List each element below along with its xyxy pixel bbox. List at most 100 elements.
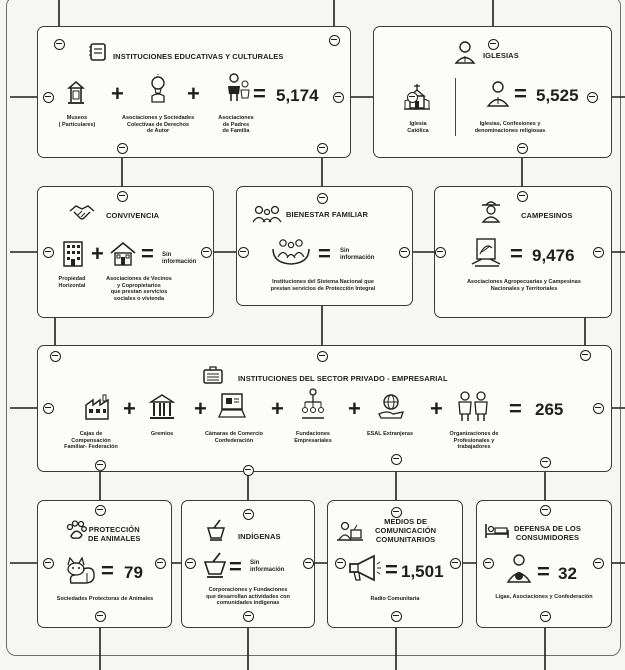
plus-sign: + bbox=[123, 396, 136, 421]
plus-sign: + bbox=[111, 81, 124, 106]
connector-node bbox=[49, 350, 61, 362]
plus-sign: + bbox=[187, 81, 200, 106]
campesinos-total: 9,476 bbox=[532, 246, 575, 265]
connector-node bbox=[242, 464, 254, 476]
equals-sign: = bbox=[537, 559, 550, 584]
globe-hand-icon bbox=[377, 392, 405, 425]
connector-node bbox=[200, 246, 212, 258]
megaphone-icon bbox=[346, 554, 382, 587]
farm-tools-icon bbox=[470, 236, 504, 273]
connector-node bbox=[53, 38, 65, 50]
connector-node bbox=[586, 91, 598, 103]
connector-node bbox=[94, 504, 106, 516]
connector-node bbox=[94, 610, 106, 622]
iglesias-divider bbox=[455, 78, 456, 136]
indigenas-title: INDÍGENAS bbox=[238, 532, 281, 541]
family-group-icon bbox=[252, 205, 282, 228]
connector-node bbox=[516, 142, 528, 154]
paw-icon bbox=[65, 520, 87, 545]
connector-node bbox=[242, 610, 254, 622]
consumidores-title: DEFENSA DE LOS CONSUMIDORES bbox=[514, 524, 581, 542]
connector-node bbox=[516, 190, 528, 202]
educativas-item3-label: Asociaciones de Padres de Familia bbox=[218, 115, 254, 134]
connector-node bbox=[184, 557, 196, 569]
convivencia-item1-label: Propiedad Horizontal bbox=[58, 276, 86, 289]
convivencia-title: CONVIVENCIA bbox=[106, 211, 160, 220]
indigenas-item1-label: Corporaciones y Fundaciones que desarrol… bbox=[206, 587, 290, 606]
connector-node bbox=[390, 610, 402, 622]
privado-item2-label: Gremios bbox=[150, 431, 174, 437]
connector-node bbox=[332, 91, 344, 103]
connector-node bbox=[116, 142, 128, 154]
connector-node bbox=[42, 246, 54, 258]
bed-person-icon bbox=[484, 520, 510, 545]
connector-node bbox=[579, 349, 591, 361]
connector-node bbox=[592, 402, 604, 414]
briefcase-icon bbox=[202, 365, 224, 390]
connector-node bbox=[539, 504, 551, 516]
equals-sign: = bbox=[385, 557, 398, 582]
connector-node bbox=[390, 453, 402, 465]
pastor-icon bbox=[454, 40, 476, 69]
privado-item3-label: Cámaras de Comercio Confederación bbox=[204, 431, 264, 444]
family-group-icon bbox=[271, 237, 311, 270]
privado-title: INSTITUCIONES DEL SECTOR PRIVADO - EMPRE… bbox=[238, 374, 448, 383]
factory-icon bbox=[84, 393, 112, 426]
educativas-title: INSTITUCIONES EDUCATIVAS Y CULTURALES bbox=[113, 52, 284, 61]
cat-dog-icon bbox=[65, 555, 97, 590]
connector-node bbox=[592, 557, 604, 569]
pastor-icon bbox=[486, 80, 510, 113]
animales-item1-label: Sociedades Protectoras de Animales bbox=[56, 596, 154, 602]
radio-person-icon bbox=[337, 520, 363, 547]
convivencia-item2-label: Asociaciones de Vecinos y Copropietarios… bbox=[106, 276, 172, 302]
iglesias-title: IGLESIAS bbox=[483, 51, 519, 60]
connector-node bbox=[398, 246, 410, 258]
connector-node bbox=[592, 246, 604, 258]
privado-item1-label: Cajas de Compensación Familiar- Federaci… bbox=[64, 431, 118, 450]
animales-title: PROTECCIÓN DE ANIMALES bbox=[88, 525, 141, 543]
equals-sign: = bbox=[318, 241, 331, 266]
consumidores-total: 32 bbox=[558, 564, 577, 583]
connector-node bbox=[116, 190, 128, 202]
iglesias-item1-label: Iglesia Católica bbox=[407, 121, 429, 134]
box-privado bbox=[37, 345, 612, 472]
equals-sign: = bbox=[101, 558, 114, 583]
handshake-icon bbox=[68, 203, 96, 228]
box-bienestar bbox=[236, 186, 413, 306]
plus-sign: + bbox=[271, 396, 284, 421]
connector-node bbox=[539, 456, 551, 468]
equals-sign: = bbox=[514, 81, 527, 106]
mortar-icon bbox=[206, 518, 226, 547]
museum-icon bbox=[66, 80, 86, 111]
connector-node bbox=[316, 142, 328, 154]
convivencia-value: Sin información bbox=[162, 252, 197, 265]
box-campesinos bbox=[434, 186, 612, 318]
connector-node bbox=[154, 557, 166, 569]
connector-node bbox=[406, 91, 418, 103]
connector-node bbox=[334, 557, 346, 569]
connector-node bbox=[539, 610, 551, 622]
box-indigenas bbox=[181, 500, 315, 628]
connector-node bbox=[482, 557, 494, 569]
iglesias-item2-label: Iglesias, Confesiones y denominaciones r… bbox=[474, 121, 546, 134]
connector-node bbox=[316, 192, 328, 204]
medios-title: MEDIOS DE COMUNICACIÓN COMUNITARIOS bbox=[375, 517, 437, 544]
privado-item5-label: ESAL Extranjeras bbox=[366, 431, 414, 437]
equals-sign: = bbox=[253, 81, 266, 106]
plus-sign: + bbox=[194, 396, 207, 421]
educativas-total: 5,174 bbox=[276, 86, 319, 105]
box-educativas bbox=[37, 26, 351, 158]
mortar-icon bbox=[203, 551, 227, 584]
box-animales bbox=[37, 500, 172, 628]
connector-node bbox=[42, 402, 54, 414]
connector-node bbox=[42, 557, 54, 569]
medios-total: 1,501 bbox=[401, 562, 444, 581]
bienestar-title: BIENESTAR FAMILIAR bbox=[286, 210, 369, 219]
campesinos-title: CAMPESINOS bbox=[521, 211, 573, 220]
privado-item4-label: Fundaciones Empresariales bbox=[294, 431, 332, 444]
plus-sign: + bbox=[430, 396, 443, 421]
indigenas-value: Sin información bbox=[250, 560, 285, 573]
privado-item6-label: Organizaciones de Profesionales y trabaj… bbox=[449, 431, 499, 450]
connector-node bbox=[42, 91, 54, 103]
connector-node bbox=[316, 350, 328, 362]
